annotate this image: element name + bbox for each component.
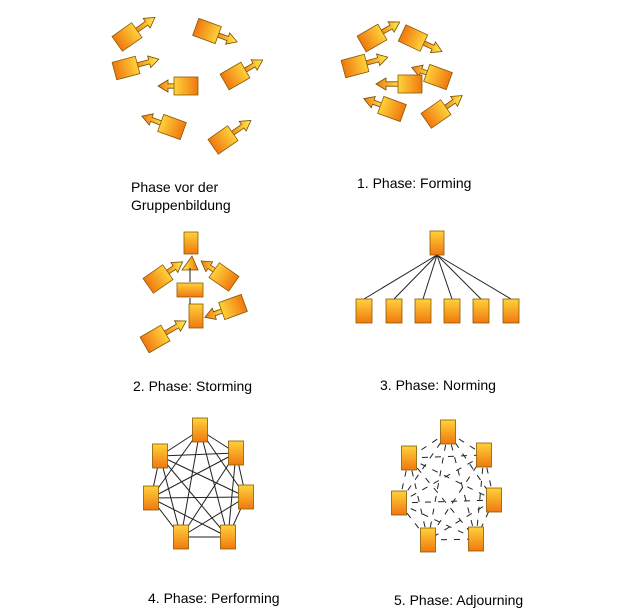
network-line bbox=[199, 429, 229, 538]
network-line bbox=[159, 455, 247, 498]
individual-box bbox=[397, 74, 423, 94]
network-line bbox=[159, 455, 182, 538]
panel-pre-group-phase bbox=[111, 17, 264, 155]
dissolving-line bbox=[398, 454, 485, 504]
member-box bbox=[176, 282, 204, 298]
dissolving-line bbox=[408, 457, 477, 540]
member-box bbox=[420, 527, 436, 553]
individual-box bbox=[157, 113, 187, 141]
dissolving-line bbox=[427, 499, 495, 541]
member-box bbox=[355, 298, 373, 324]
member-box bbox=[218, 293, 248, 321]
network-line bbox=[227, 452, 237, 538]
member-box bbox=[238, 484, 254, 510]
member-box bbox=[472, 298, 490, 324]
caption-performing: 4. Phase: Performing bbox=[148, 590, 280, 606]
individual-box bbox=[219, 61, 251, 91]
panel-forming bbox=[340, 21, 463, 129]
hierarchy-line bbox=[422, 254, 438, 300]
dissolving-line bbox=[408, 457, 495, 501]
dissolving-line bbox=[447, 431, 477, 540]
dissolving-line bbox=[408, 457, 429, 541]
individual-box bbox=[173, 76, 199, 96]
panel-adjourning bbox=[391, 419, 502, 553]
leader-box bbox=[429, 230, 445, 256]
member-box bbox=[414, 298, 432, 324]
individual-box bbox=[356, 23, 388, 53]
dissolving-line bbox=[475, 454, 485, 540]
member-box bbox=[183, 231, 199, 255]
network-line bbox=[180, 429, 201, 538]
member-box bbox=[139, 324, 171, 354]
network-line bbox=[159, 452, 237, 457]
individual-box bbox=[111, 55, 141, 81]
network-line bbox=[159, 455, 229, 538]
dissolving-line bbox=[427, 431, 449, 541]
individual-box bbox=[377, 95, 407, 123]
dissolving-line bbox=[427, 454, 485, 541]
individual-box bbox=[420, 99, 452, 129]
panel-performing bbox=[143, 417, 254, 550]
member-box bbox=[143, 485, 159, 511]
member-box bbox=[476, 442, 492, 468]
network-line bbox=[150, 429, 201, 499]
individual-box bbox=[207, 125, 239, 155]
member-box bbox=[385, 298, 403, 324]
network-line bbox=[150, 452, 237, 499]
individual-box bbox=[111, 22, 143, 52]
member-box bbox=[440, 419, 456, 445]
member-box bbox=[486, 487, 502, 513]
hierarchy-line bbox=[436, 254, 453, 300]
dissolving-line bbox=[398, 431, 449, 504]
panel-norming bbox=[355, 230, 520, 324]
member-box bbox=[142, 264, 174, 294]
network-line bbox=[180, 496, 247, 538]
caption-pre-group-phase: Phase vor der Gruppenbildung bbox=[131, 179, 231, 213]
individual-box bbox=[340, 53, 370, 79]
member-box bbox=[468, 526, 484, 552]
dissolving-line bbox=[427, 538, 477, 541]
hierarchy-line bbox=[363, 254, 438, 300]
member-box bbox=[192, 417, 208, 443]
individual-box bbox=[397, 24, 429, 52]
conflict-arrow bbox=[181, 255, 199, 271]
individual-box bbox=[423, 63, 453, 91]
caption-adjourning: 5. Phase: Adjourning bbox=[394, 592, 524, 608]
caption-storming: 2. Phase: Storming bbox=[133, 378, 253, 394]
member-box bbox=[443, 298, 461, 324]
member-box bbox=[401, 445, 417, 471]
dissolving-line bbox=[398, 499, 495, 504]
dissolving-line bbox=[408, 454, 485, 459]
individual-box bbox=[192, 17, 222, 45]
hierarchy-line bbox=[436, 254, 482, 300]
network-line bbox=[150, 496, 247, 499]
dissolving-line bbox=[398, 502, 477, 540]
caption-forming: 1. Phase: Forming bbox=[357, 175, 472, 191]
member-box bbox=[173, 524, 189, 550]
network-line bbox=[150, 497, 229, 538]
network-line bbox=[180, 452, 237, 538]
caption-norming: 3. Phase: Norming bbox=[380, 377, 496, 393]
hierarchy-line bbox=[436, 254, 512, 300]
member-box bbox=[228, 440, 244, 466]
member-box bbox=[152, 443, 168, 469]
panel-storming bbox=[139, 231, 248, 354]
hierarchy-line bbox=[393, 254, 438, 300]
member-box bbox=[502, 298, 520, 324]
member-box bbox=[188, 303, 204, 329]
member-box bbox=[220, 524, 236, 550]
member-box bbox=[391, 490, 407, 516]
member-box bbox=[208, 262, 240, 292]
